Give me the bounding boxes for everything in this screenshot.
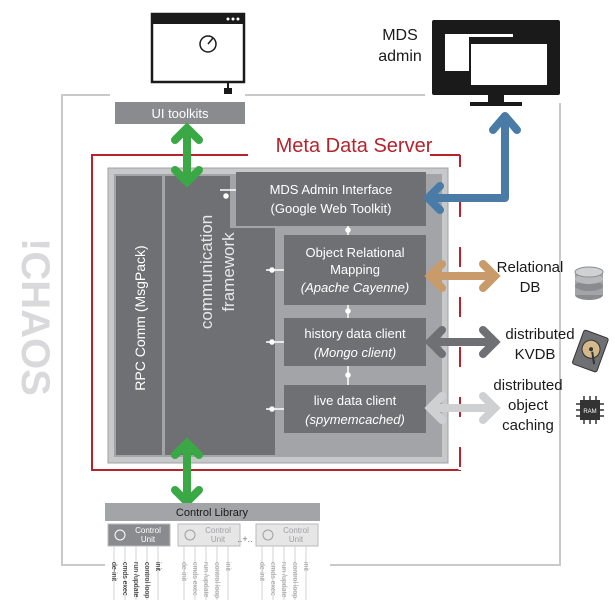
svg-text:RAM: RAM bbox=[583, 409, 596, 415]
tan-arrow bbox=[424, 260, 501, 292]
live-client-label-1: live data client bbox=[314, 393, 397, 408]
rpc-comm-label: RPC Comm (MsgPack) bbox=[132, 245, 148, 390]
light-gray-arrow bbox=[424, 392, 501, 424]
cu-command-label: init bbox=[154, 562, 161, 571]
ui-toolkits-bar bbox=[115, 102, 245, 124]
ram-chip-icon: RAM bbox=[576, 396, 604, 424]
outer-frame-right bbox=[330, 103, 561, 566]
live-client-block bbox=[284, 385, 426, 433]
cu-command-label: control loop bbox=[213, 562, 220, 598]
orm-label-3: (Apache Cayenne) bbox=[301, 280, 409, 295]
orm-label-1: Object Relational bbox=[306, 245, 405, 260]
browser-window-icon bbox=[150, 12, 246, 94]
history-client-block bbox=[284, 318, 426, 366]
control-unit-label: Control bbox=[205, 526, 231, 535]
cu-command-label: run /update bbox=[132, 562, 139, 598]
admin-interface-label-2: (Google Web Toolkit) bbox=[271, 201, 392, 216]
meta-data-server-title: Meta Data Server bbox=[276, 135, 433, 157]
orm-label-2: Mapping bbox=[330, 262, 380, 277]
rpc-comm-block bbox=[116, 176, 162, 455]
control-unit-icon bbox=[114, 529, 126, 541]
object-caching-label-1: distributed bbox=[493, 377, 562, 394]
relational-db-label-1: Relational bbox=[497, 259, 564, 276]
mds-boundary bbox=[91, 154, 461, 471]
control-library-label: Control Library bbox=[176, 507, 249, 519]
cu-command-label: cmds exec bbox=[121, 562, 128, 596]
gauge-icon bbox=[199, 35, 217, 53]
chaos-logo: !CHAOS bbox=[13, 238, 57, 396]
orm-block bbox=[284, 235, 426, 305]
object-caching-label-3: caching bbox=[502, 417, 554, 434]
blue-arrow bbox=[424, 112, 521, 214]
cu-command-label: de-init bbox=[180, 562, 187, 581]
database-icon bbox=[574, 266, 604, 300]
control-unit-label: Unit bbox=[211, 535, 226, 544]
cu-command-label: control loop bbox=[291, 562, 298, 598]
cu-command-label: run /update bbox=[280, 562, 287, 598]
ui-toolkits-label: UI toolkits bbox=[151, 106, 209, 121]
cu-command-label: run /update bbox=[202, 562, 209, 598]
hard-disk-icon bbox=[572, 329, 609, 373]
relational-db-label-2: DB bbox=[520, 279, 541, 296]
mds-admin-label-2: admin bbox=[378, 48, 422, 65]
cu-command-label: control loop bbox=[143, 562, 150, 598]
outer-frame bbox=[61, 94, 110, 566]
green-arrow-top bbox=[171, 122, 203, 188]
kvdb-label-1: distributed bbox=[505, 326, 574, 343]
control-unit-icon bbox=[262, 529, 274, 541]
cu-ellipsis: ..+.. bbox=[237, 534, 252, 544]
control-unit-box bbox=[177, 523, 241, 547]
cu-command-label: de-init bbox=[110, 562, 117, 581]
kvdb-label-2: KVDB bbox=[515, 346, 556, 363]
monitor-icon bbox=[432, 20, 560, 106]
control-unit-icon bbox=[184, 529, 196, 541]
object-caching-label-2: object bbox=[508, 397, 549, 414]
admin-interface-block bbox=[236, 172, 426, 226]
connectors bbox=[220, 189, 351, 412]
green-arrow-bottom bbox=[171, 437, 203, 508]
comm-framework-label-2: framework bbox=[219, 232, 238, 312]
control-unit-label: Control bbox=[135, 526, 161, 535]
cu-command-label: cmds exec bbox=[191, 562, 198, 596]
cu-command-label: de-init bbox=[258, 562, 265, 581]
comm-framework-label-1: communication bbox=[197, 215, 216, 329]
live-client-label-2: (spymemcached) bbox=[305, 412, 405, 427]
cu-command-label: init bbox=[302, 562, 309, 571]
control-unit-label: Unit bbox=[141, 535, 156, 544]
admin-interface-label-1: MDS Admin Interface bbox=[270, 182, 393, 197]
history-client-label-2: (Mongo client) bbox=[314, 345, 396, 360]
history-client-label-1: history data client bbox=[304, 326, 406, 341]
control-unit-box bbox=[107, 523, 171, 547]
control-unit-label: Control bbox=[283, 526, 309, 535]
control-unit-box bbox=[255, 523, 319, 547]
control-library-bar bbox=[105, 503, 320, 521]
gray-arrow bbox=[424, 326, 501, 358]
cu-command-label: cmds exec bbox=[269, 562, 276, 596]
control-unit-label: Unit bbox=[289, 535, 304, 544]
mds-admin-label-1: MDS bbox=[382, 27, 418, 44]
cu-command-label: init bbox=[224, 562, 231, 571]
